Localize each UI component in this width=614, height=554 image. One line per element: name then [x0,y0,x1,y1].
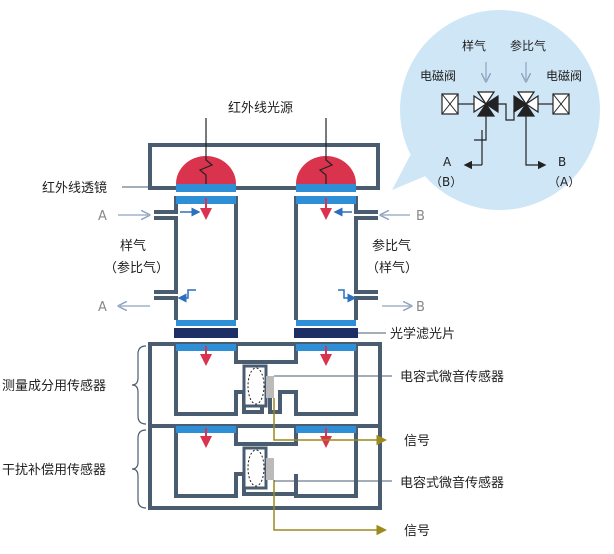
inset-sample-gas: 样气 [462,38,486,53]
mic-diaphragm-lower [247,449,265,487]
right-cell-gas-alt-label: （样气） [366,260,418,276]
port-b-in-label: B [416,209,425,224]
inset-out-b: B [558,155,566,169]
gas-cell-left [154,196,238,326]
brace-measure [131,345,147,425]
port-b-out-label: B [416,300,425,315]
optical-filter-right [294,328,358,338]
ir-window-left [176,184,236,192]
optical-filter-left [174,328,238,338]
compensation-sensor-label: 干扰补偿用传感器 [2,462,106,478]
solenoid-left-icon [441,93,459,115]
brace-compensation [131,429,147,509]
left-cell-gas-alt-label: （参比气） [104,260,169,276]
signal-line-upper [273,398,387,446]
left-cell-gas-label: 样气 [120,238,146,254]
inset-valve-left: 电磁阀 [420,68,456,83]
inset-out-a-alt: （B） [430,175,462,189]
inset-out-a: A [443,155,452,169]
inset-out-b-alt: （A） [548,175,580,189]
gas-cell-right [294,196,378,326]
inset-reference-gas: 参比气 [510,38,546,53]
mic-diaphragm-upper [247,367,265,405]
ir-window-right [296,184,356,192]
port-a-out-label: A [98,300,107,315]
signal-line-lower [273,480,387,536]
optical-filter-label: 光学滤光片 [390,326,455,342]
signal-upper-label: 信号 [404,434,430,449]
mic-upper-icon [266,376,274,398]
ir-lamp-right [296,156,356,184]
signal-lower-label: 信号 [404,524,430,539]
solenoid-right-icon [552,93,570,115]
mic-upper-label: 电容式微音传感器 [400,369,504,385]
ir-lamp-left [176,156,236,184]
valve-inset: 样气 参比气 电磁阀 电磁阀 [392,10,600,210]
ir-source-label: 红外线光源 [228,100,293,116]
mic-lower-label: 电容式微音传感器 [400,475,504,491]
ir-source-housing [148,118,380,190]
right-cell-gas-label: 参比气 [372,238,411,254]
ir-window-label: 红外线透镜 [42,180,107,196]
inset-valve-right: 电磁阀 [546,68,582,83]
mic-lower-icon [266,458,274,480]
three-way-valve-left-icon [458,91,499,117]
port-a-in-label: A [98,209,107,224]
measure-sensor-label: 测量成分用传感器 [2,378,106,394]
detector-block [148,342,382,510]
